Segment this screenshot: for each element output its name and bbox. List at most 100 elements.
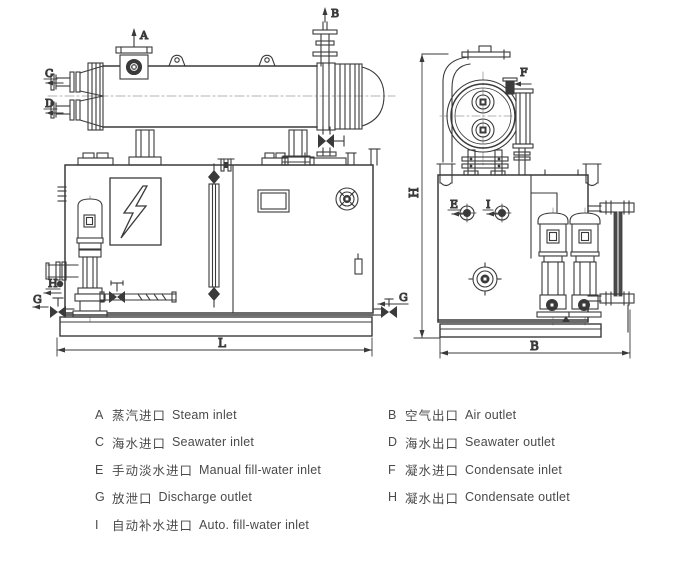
outline-drawing: C D A <box>32 6 635 359</box>
legend-key: C <box>95 435 105 450</box>
legend-zh: 海水进口 <box>112 436 167 451</box>
legend-item-discharge-outlet: G 放泄口 Discharge outlet <box>95 484 321 512</box>
legend-item-condensate-inlet: F 凝水进口 Condensate inlet <box>388 456 570 484</box>
steam-elbow-pipe <box>442 56 471 163</box>
handwheel-icon <box>335 187 359 211</box>
lightning-bolt-icon <box>120 185 149 239</box>
dim-label-width: B <box>530 339 539 353</box>
discharge-valve-right <box>372 298 409 318</box>
hx-right-head <box>361 66 385 127</box>
hx-port <box>471 118 495 142</box>
condensate-inlet-stub <box>502 77 518 95</box>
label-auto-fill-i: I <box>486 198 490 211</box>
label-discharge-outlet-g: G <box>33 293 42 306</box>
valve-icon <box>381 306 389 318</box>
legend-key: E <box>95 462 104 477</box>
legend-item-seawater-outlet: D 海水出口 Seawater outlet <box>388 429 570 457</box>
legend-zh: 蒸汽进口 <box>112 409 167 424</box>
arrow-a <box>131 28 137 47</box>
hx-right-joint <box>316 62 336 131</box>
legend-zh: 手动淡水进口 <box>112 464 194 479</box>
legend-zh: 凝水进口 <box>405 464 460 479</box>
legend-item-manual-fill-water-inlet: E 手动淡水进口 Manual fill-water inlet <box>95 456 321 484</box>
arrow-b <box>322 7 328 23</box>
legend-key: B <box>388 407 397 422</box>
legend-column-left: A 蒸汽进口 Steam inlet C 海水进口 Seawater inlet… <box>95 401 321 539</box>
legend-key: A <box>95 407 104 422</box>
legend-key: D <box>388 435 398 450</box>
level-gauge-side <box>587 200 635 333</box>
legend-en: Auto. fill-water inlet <box>199 517 310 532</box>
legend-en: Seawater inlet <box>172 435 255 450</box>
label-condensate-outlet-h: H <box>48 277 58 290</box>
fill-pipe <box>530 192 558 213</box>
base-frame-front <box>59 314 374 337</box>
legend-key: F <box>388 462 396 477</box>
hx-support-frame <box>461 149 509 176</box>
tank-top-pad <box>261 152 289 166</box>
legend-en: Condensate outlet <box>465 490 570 505</box>
seawater-outlet-nozzle <box>50 99 81 121</box>
legend-en: Condensate inlet <box>465 462 563 477</box>
legend-en: Air outlet <box>465 407 517 422</box>
nameplate <box>257 189 290 213</box>
hx-saddle <box>128 129 162 166</box>
label-manual-fill-e: E <box>450 198 458 211</box>
top-flange-plate <box>461 45 511 60</box>
label-steam-inlet-a: A <box>139 29 149 42</box>
tank-front <box>64 164 374 314</box>
legend-item-seawater-inlet: C 海水进口 Seawater inlet <box>95 429 321 457</box>
feed-pump-front <box>72 195 108 323</box>
lifting-lug-icon <box>258 54 276 67</box>
label-discharge-outlet-g2: G <box>399 291 408 304</box>
hx-left-tubesheet <box>87 62 104 131</box>
legend-key: H <box>388 490 398 505</box>
arrow-c <box>45 80 64 86</box>
legend-key: G <box>95 490 105 505</box>
hx-drain-valve <box>309 126 347 166</box>
pump-suction-nozzle <box>45 261 79 288</box>
arrow-i <box>486 211 501 217</box>
legend-zh: 海水出口 <box>405 436 460 451</box>
level-gauge-front <box>208 163 220 308</box>
arrow-f <box>513 81 532 87</box>
legend-item-auto-fill-water-inlet: I 自动补水进口 Auto. fill-water inlet <box>95 511 321 539</box>
legend-zh: 空气出口 <box>405 409 460 424</box>
arrow-d <box>45 110 64 116</box>
legend-item-steam-inlet: A 蒸汽进口 Steam inlet <box>95 401 321 429</box>
legend-zh: 凝水出口 <box>405 491 460 506</box>
legend-zh: 自动补水进口 <box>112 519 194 534</box>
legend-key: I <box>95 517 99 532</box>
legend-en: Discharge outlet <box>158 490 253 505</box>
feed-pump-side <box>536 207 570 326</box>
arrow-h <box>43 290 62 296</box>
gauge-vessel <box>512 88 534 176</box>
legend-en: Steam inlet <box>172 407 237 422</box>
valve-icon <box>50 306 58 318</box>
air-outlet-pipe <box>312 21 338 67</box>
electric-panel <box>109 177 162 246</box>
tank-top-pad <box>77 152 114 166</box>
legend-item-air-outlet: B 空气出口 Air outlet <box>388 401 570 429</box>
legend-en: Seawater outlet <box>465 435 555 450</box>
hx-saddle <box>281 129 315 166</box>
tank-top-right-stub <box>368 148 381 166</box>
left-wall-stub <box>57 186 67 202</box>
tank-corner-fitting <box>436 163 456 187</box>
pump-discharge-pipe <box>99 280 177 303</box>
steam-inlet-fitting <box>115 46 153 80</box>
seawater-inlet-nozzle <box>50 71 81 93</box>
port-e <box>457 203 477 223</box>
valve-icon <box>109 291 117 303</box>
dim-label-height: H <box>407 188 421 198</box>
dimension-length <box>56 337 373 357</box>
label-air-outlet-b: B <box>331 7 339 20</box>
front-view: C D A <box>32 6 409 357</box>
hx-corrugated-section <box>334 63 363 130</box>
port-i <box>492 203 512 223</box>
lifting-lug-icon <box>168 54 186 67</box>
legend-item-condensate-outlet: H 凝水出口 Condensate outlet <box>388 484 570 512</box>
hx-port <box>471 90 495 114</box>
label-seawater-inlet-c: C <box>45 67 53 80</box>
hx-left-head <box>79 65 104 128</box>
